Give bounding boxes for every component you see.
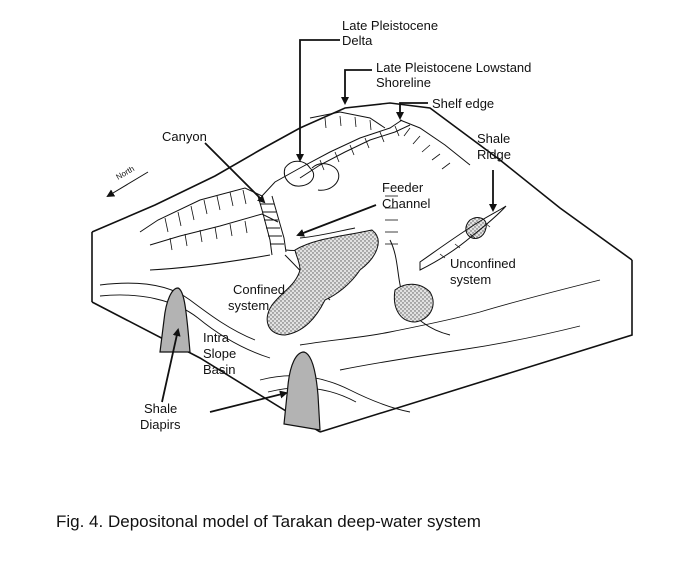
shale-diapir-right: [283, 351, 321, 431]
label-basin-line1: Intra: [203, 330, 230, 345]
label-lowstand-line2: Shoreline: [376, 75, 431, 90]
label-shale-ridge-line2: Ridge: [477, 147, 511, 162]
label-shale-ridge-line1: Shale: [477, 131, 510, 146]
label-feeder-line2: Channel: [382, 196, 431, 211]
label-confined-line1: Confined: [233, 282, 285, 297]
shale-ridge: [419, 205, 507, 271]
label-basin-line3: Basin: [203, 362, 236, 377]
figure-caption: Fig. 4. Depositonal model of Tarakan dee…: [56, 512, 481, 531]
label-delta-line1: Late Pleistocene: [342, 18, 438, 33]
north-arrow: North: [106, 164, 149, 198]
label-shelf-edge: Shelf edge: [432, 96, 494, 111]
label-arrows: [161, 39, 497, 413]
label-feeder-line1: Feeder: [382, 180, 424, 195]
label-basin-line2: Slope: [203, 346, 236, 361]
label-lowstand-line1: Late Pleistocene Lowstand: [376, 60, 531, 75]
basin-contours: [99, 279, 601, 413]
north-label: North: [115, 164, 136, 182]
label-confined-line2: system: [228, 298, 269, 313]
label-diapirs-line1: Shale: [144, 401, 177, 416]
labels: Late Pleistocene Delta Late Pleistocene …: [140, 18, 531, 432]
unconfined-fan-1: [393, 283, 434, 323]
unconfined-fan-2: [465, 217, 487, 239]
label-canyon: Canyon: [162, 129, 207, 144]
slope-hachures: [164, 115, 451, 251]
confined-system-fan: [266, 229, 379, 336]
label-unconfined-line2: system: [450, 272, 491, 287]
shale-ridge-hachures: [439, 222, 491, 259]
block-outline: [91, 102, 633, 433]
label-delta-line2: Delta: [342, 33, 373, 48]
label-diapirs-line2: Diapirs: [140, 417, 181, 432]
delta: [283, 160, 340, 191]
shale-diapir-left: [159, 287, 191, 353]
label-unconfined-line1: Unconfined: [450, 256, 516, 271]
canyon: [257, 195, 287, 256]
